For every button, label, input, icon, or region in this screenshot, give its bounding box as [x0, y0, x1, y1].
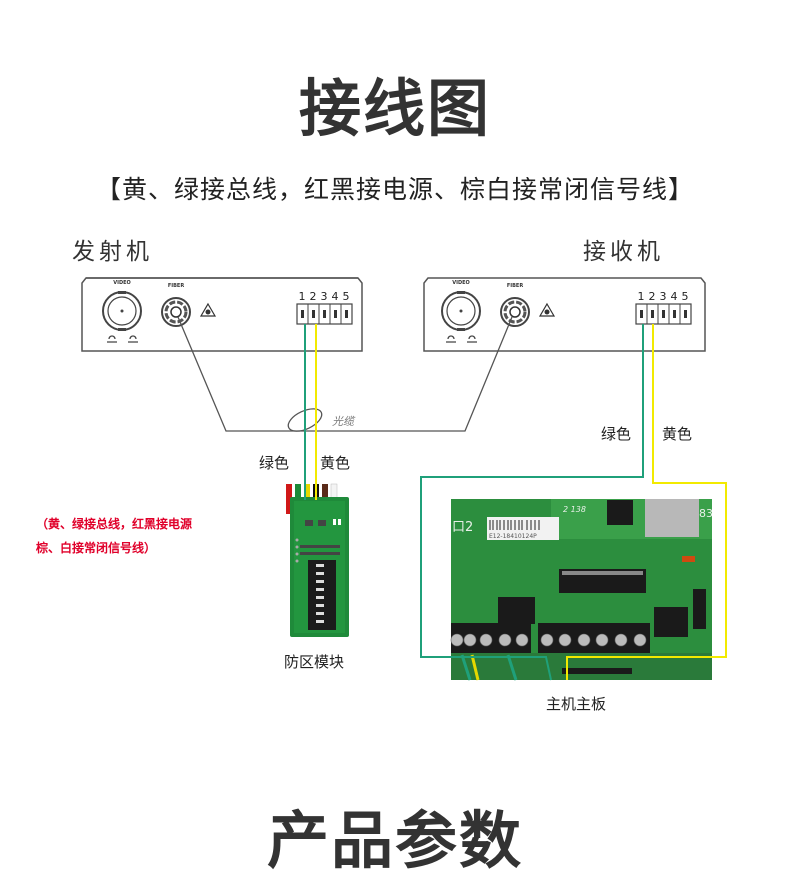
transmitter-label: 发射机	[72, 239, 153, 265]
svg-text:2 138: 2 138	[563, 505, 586, 514]
rx-terminal-5: 5	[682, 290, 689, 303]
fiber-cable-label: 光缆	[332, 415, 356, 428]
svg-text:VIDEO: VIDEO	[452, 280, 470, 286]
fiber-port-icon: FIBER	[161, 283, 191, 327]
zone-module-caption: 防区模块	[284, 653, 345, 671]
ground-icons	[446, 335, 477, 343]
svg-text:83: 83	[699, 507, 713, 520]
product-params-title: 产品参数	[266, 804, 523, 877]
wiring-note-line1: （黄、绿接总线，红黑接电源	[36, 517, 193, 531]
svg-text:FIBER: FIBER	[507, 283, 524, 289]
video-port-icon: VIDEO	[102, 280, 142, 331]
page-title: 接线图	[298, 72, 491, 145]
right-wires	[420, 324, 727, 681]
left-wires	[304, 324, 317, 500]
right-green-wire-label: 绿色	[601, 425, 632, 443]
video-port-label: VIDEO	[113, 280, 131, 286]
board-silk-text: 口2	[452, 520, 473, 535]
transmitter-terminal-block: 1 2 3 4 5	[296, 290, 353, 325]
fiber-cable: 光缆	[177, 316, 513, 432]
zone-module-image	[286, 483, 349, 637]
receiver-device: VIDEO FIBER 1 2 3	[423, 277, 706, 352]
rx-terminal-3: 3	[660, 290, 667, 303]
rx-terminal-2: 2	[649, 290, 656, 303]
main-board-caption: 主机主板	[546, 695, 607, 713]
tx-terminal-5: 5	[343, 290, 350, 303]
tx-terminal-4: 4	[332, 290, 339, 303]
tx-terminal-3: 3	[321, 290, 328, 303]
barcode-text: E12-18410124P	[489, 533, 537, 540]
laser-warning-icon	[538, 302, 556, 317]
left-yellow-wire-label: 黄色	[320, 454, 351, 472]
wiring-note-line2: 棕、白接常闭信号线）	[36, 541, 157, 555]
tx-terminal-1: 1	[299, 290, 306, 303]
left-green-wire-label: 绿色	[259, 454, 290, 472]
fiber-port-label: FIBER	[168, 283, 185, 289]
receiver-label: 接收机	[583, 239, 664, 265]
rx-terminal-4: 4	[671, 290, 678, 303]
fiber-port-icon: FIBER	[500, 283, 530, 327]
rx-terminal-1: 1	[638, 290, 645, 303]
right-yellow-wire-label: 黄色	[662, 425, 693, 443]
ground-icons	[107, 335, 138, 343]
tx-terminal-2: 2	[310, 290, 317, 303]
receiver-terminal-block: 1 2 3 4 5	[635, 290, 692, 325]
laser-warning-icon	[199, 302, 217, 317]
wiring-subtitle: 【黄、绿接总线，红黑接电源、棕白接常闭信号线】	[95, 175, 694, 204]
transmitter-device: VIDEO FIBER 1 2 3	[81, 277, 363, 352]
video-port-icon: VIDEO	[441, 280, 481, 331]
wiring-note: （黄、绿接总线，红黑接电源 棕、白接常闭信号线）	[36, 512, 192, 560]
main-board-image: E12-18410124P 口2 2 138 83	[450, 499, 713, 681]
